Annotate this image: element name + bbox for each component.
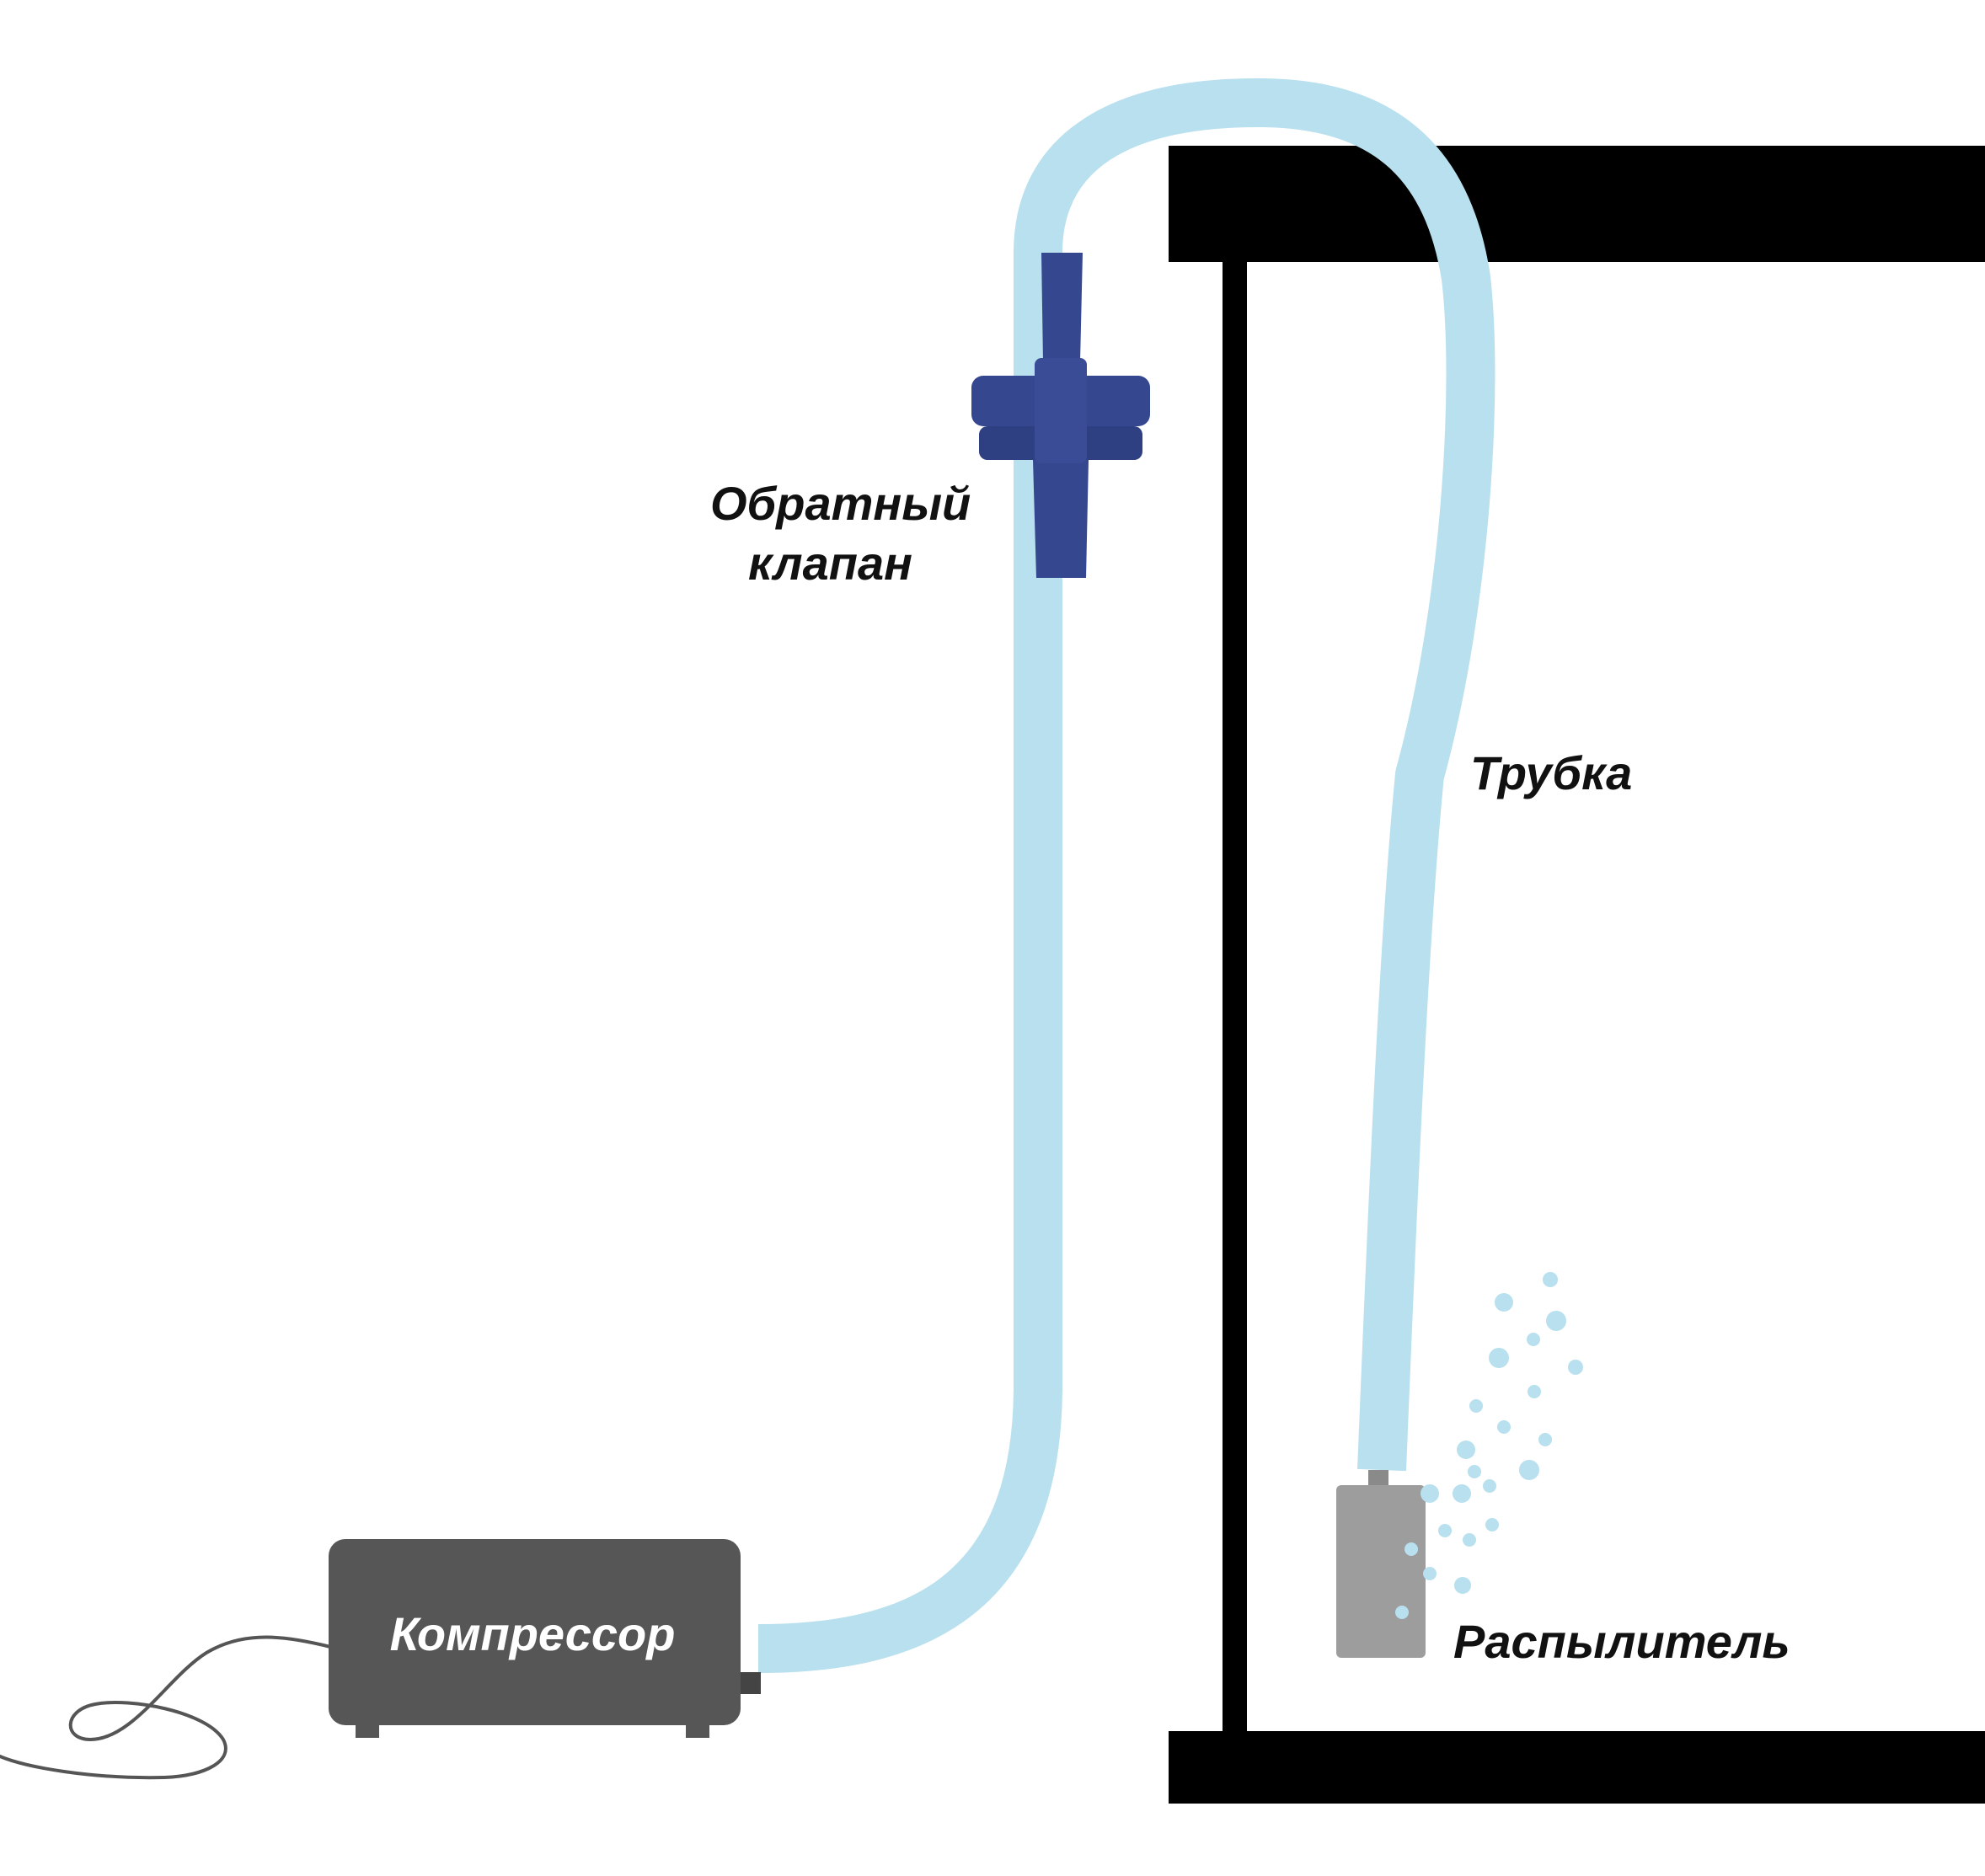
bubbles <box>1395 1272 1583 1619</box>
tube-label: Трубка <box>1470 746 1632 799</box>
bubble <box>1463 1533 1476 1547</box>
bubble <box>1495 1293 1513 1312</box>
check-valve-body <box>1035 358 1087 463</box>
check-valve <box>971 253 1150 578</box>
sprayer-label: Распылитель <box>1453 1615 1790 1668</box>
power-cord <box>0 1635 332 1780</box>
check-valve-bottom-nozzle <box>1033 460 1089 578</box>
bubble <box>1395 1606 1409 1619</box>
bubble <box>1528 1385 1541 1398</box>
bubble <box>1454 1577 1471 1594</box>
bubble <box>1497 1420 1511 1434</box>
aquarium-frame <box>1169 146 1985 1804</box>
bubble <box>1483 1479 1496 1493</box>
bubble <box>1527 1333 1540 1346</box>
bubble <box>1404 1542 1418 1556</box>
compressor: Компрессор <box>0 1539 761 1780</box>
bubble <box>1468 1465 1481 1478</box>
aquarium-bottom-bar <box>1169 1731 1985 1804</box>
compressor-outlet <box>737 1672 761 1694</box>
bubble <box>1457 1440 1475 1459</box>
bubble <box>1423 1567 1437 1580</box>
bubble <box>1546 1311 1566 1331</box>
bubble <box>1469 1399 1483 1413</box>
bubble <box>1519 1460 1539 1480</box>
bubble <box>1485 1518 1499 1531</box>
sprayer-connector <box>1368 1470 1388 1489</box>
check-valve-label-line1: Обратный <box>710 477 971 530</box>
bubble <box>1453 1484 1471 1503</box>
bubble <box>1421 1484 1439 1503</box>
sprayer <box>1336 1470 1426 1658</box>
aquarium-top-bar <box>1169 146 1985 262</box>
air-tube <box>757 77 1495 1673</box>
bubble <box>1543 1272 1558 1287</box>
bubble <box>1489 1348 1509 1368</box>
bubble <box>1438 1524 1452 1537</box>
check-valve-top-nozzle <box>1041 253 1083 362</box>
bubble <box>1568 1360 1583 1375</box>
bubble <box>1538 1433 1552 1446</box>
aquarium-left-wall <box>1223 262 1247 1731</box>
check-valve-label-line2: клапан <box>748 537 912 590</box>
compressor-body <box>329 1539 741 1725</box>
compressor-label: Компрессор <box>390 1607 676 1660</box>
sprayer-body <box>1336 1485 1426 1658</box>
